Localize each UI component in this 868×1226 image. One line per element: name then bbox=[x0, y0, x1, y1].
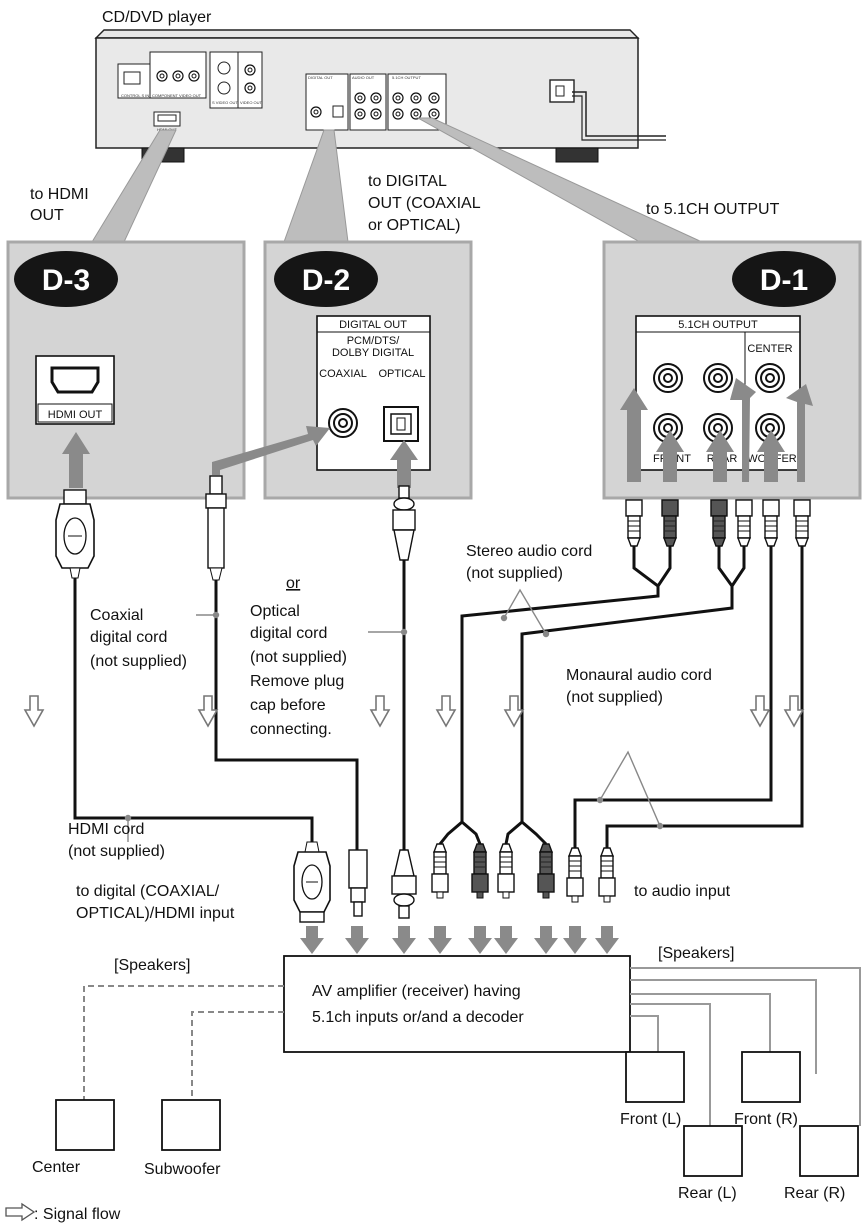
optical-cord-line3: (not supplied) bbox=[250, 649, 347, 666]
badge-d2-label: D-2 bbox=[302, 264, 350, 297]
badge-d1-label: D-1 bbox=[760, 264, 808, 297]
av-amplifier bbox=[283, 955, 631, 1053]
amp-input-arrows bbox=[300, 926, 619, 954]
hdmi-cord-line1: HDMI cord bbox=[68, 821, 144, 838]
rca-plugs-bottom bbox=[431, 843, 616, 903]
speaker-center-label: Center bbox=[32, 1159, 81, 1176]
center-jack bbox=[755, 363, 785, 393]
speaker-subwoofer-label: Subwoofer bbox=[144, 1161, 221, 1178]
callout-hdmi-line1: to HDMI bbox=[30, 186, 89, 203]
rear-label-audio: AUDIO OUT bbox=[352, 75, 375, 80]
digital-out-sub1: PCM/DTS/ bbox=[347, 335, 401, 347]
mono-cord-line2: (not supplied) bbox=[566, 689, 663, 706]
hdmi-out-label: HDMI OUT bbox=[48, 409, 103, 421]
digital-input-line1: to digital (COAXIAL/ bbox=[76, 883, 220, 900]
digital-input-line2: OPTICAL)/HDMI input bbox=[76, 905, 235, 922]
or-label: or bbox=[286, 575, 301, 592]
rear-label-component: COMPONENT VIDEO OUT bbox=[152, 93, 202, 98]
speaker-front-left bbox=[625, 1051, 685, 1103]
optical-cord-line5: cap before bbox=[250, 697, 326, 714]
cables bbox=[73, 546, 804, 850]
audio-input-label: to audio input bbox=[634, 883, 731, 900]
callout-51ch: to 5.1CH OUTPUT bbox=[646, 201, 780, 218]
badge-d3 bbox=[14, 251, 118, 307]
callout-digital-line3: or OPTICAL) bbox=[368, 217, 460, 234]
speaker-rear-right-label: Rear (R) bbox=[784, 1185, 845, 1202]
rear-label-control: CONTROL S IN bbox=[121, 93, 149, 98]
hdmi-cord-line2: (not supplied) bbox=[68, 843, 165, 860]
coax-plug-bottom bbox=[348, 849, 368, 917]
speaker-subwoofer bbox=[161, 1099, 221, 1151]
player-title: CD/DVD player bbox=[102, 9, 212, 26]
speaker-center bbox=[55, 1099, 115, 1151]
player-unit: CONTROL S IN COMPONENT VIDEO OUT HDMI OU… bbox=[94, 29, 666, 163]
coax-cord-line2: digital cord bbox=[90, 629, 167, 646]
panel-d1: D-1 5.1CH OUTPUT CENTER FRONT REAR WOOFE… bbox=[602, 240, 862, 500]
badge-d1 bbox=[732, 251, 836, 307]
optical-cord-line2: digital cord bbox=[250, 625, 327, 642]
panel-d2: D-2 DIGITAL OUT PCM/DTS/ DOLBY DIGITAL C… bbox=[263, 240, 473, 500]
rca-plugs-top bbox=[625, 499, 811, 547]
optical-plug-top bbox=[392, 485, 416, 561]
optical-cord-line4: Remove plug bbox=[250, 673, 344, 690]
speaker-wires bbox=[83, 967, 861, 1126]
speaker-rear-left-label: Rear (L) bbox=[678, 1185, 737, 1202]
coaxial-jack bbox=[328, 408, 358, 438]
digital-out-panel bbox=[316, 315, 431, 471]
amplifier-line2: 5.1ch inputs or/and a decoder bbox=[312, 1009, 524, 1026]
signal-flow-legend-label: : Signal flow bbox=[34, 1206, 121, 1223]
rear-l-jack bbox=[703, 363, 733, 393]
callout-digital-line2: OUT (COAXIAL bbox=[368, 195, 481, 212]
signal-flow-legend-icon bbox=[5, 1202, 36, 1222]
leader-lines bbox=[124, 588, 664, 842]
stereo-cord-line1: Stereo audio cord bbox=[466, 543, 592, 560]
panel-arrows bbox=[62, 378, 813, 488]
coax-cord-line1: Coaxial bbox=[90, 607, 143, 624]
speaker-front-right bbox=[741, 1051, 801, 1103]
51ch-header: 5.1CH OUTPUT bbox=[678, 319, 758, 331]
callout-digital-line1: to DIGITAL bbox=[368, 173, 447, 190]
digital-out-sub2: DOLBY DIGITAL bbox=[332, 347, 414, 359]
optical-label: OPTICAL bbox=[378, 368, 425, 380]
badge-d3-label: D-3 bbox=[42, 264, 90, 297]
speaker-front-right-label: Front (R) bbox=[734, 1111, 798, 1128]
optical-plug-bottom bbox=[391, 849, 417, 919]
rear-label-svideo: S VIDEO OUT bbox=[212, 100, 238, 105]
rear-label-video: VIDEO OUT bbox=[240, 100, 263, 105]
badge-d2 bbox=[274, 251, 378, 307]
optical-cord-line6: connecting. bbox=[250, 721, 332, 738]
speaker-front-left-label: Front (L) bbox=[620, 1111, 681, 1128]
callout-hdmi-line2: OUT bbox=[30, 207, 64, 224]
coaxial-label: COAXIAL bbox=[319, 368, 367, 380]
coax-plug-top bbox=[205, 475, 227, 581]
callout-wedges bbox=[91, 117, 703, 243]
speaker-rear-right bbox=[799, 1125, 859, 1177]
amplifier-line1: AV amplifier (receiver) having bbox=[312, 983, 521, 1000]
hdmi-plug-top bbox=[55, 489, 95, 579]
signal-flow-arrows bbox=[24, 695, 804, 727]
rear-label-digital: DIGITAL OUT bbox=[308, 75, 333, 80]
speakers-heading-left: [Speakers] bbox=[114, 957, 190, 974]
center-label: CENTER bbox=[747, 343, 792, 355]
stereo-cord-line2: (not supplied) bbox=[466, 565, 563, 582]
coax-cord-line3: (not supplied) bbox=[90, 653, 187, 670]
speaker-rear-left bbox=[683, 1125, 743, 1177]
speakers-heading-right: [Speakers] bbox=[658, 945, 734, 962]
mono-cord-line1: Monaural audio cord bbox=[566, 667, 712, 684]
hdmi-plug-bottom bbox=[293, 841, 331, 923]
front-l-jack bbox=[653, 363, 683, 393]
rear-label-51ch: 5.1CH OUTPUT bbox=[392, 75, 421, 80]
panel-d3: D-3 HDMI OUT bbox=[6, 240, 246, 500]
digital-out-header: DIGITAL OUT bbox=[339, 319, 407, 331]
optical-cord-line1: Optical bbox=[250, 603, 300, 620]
